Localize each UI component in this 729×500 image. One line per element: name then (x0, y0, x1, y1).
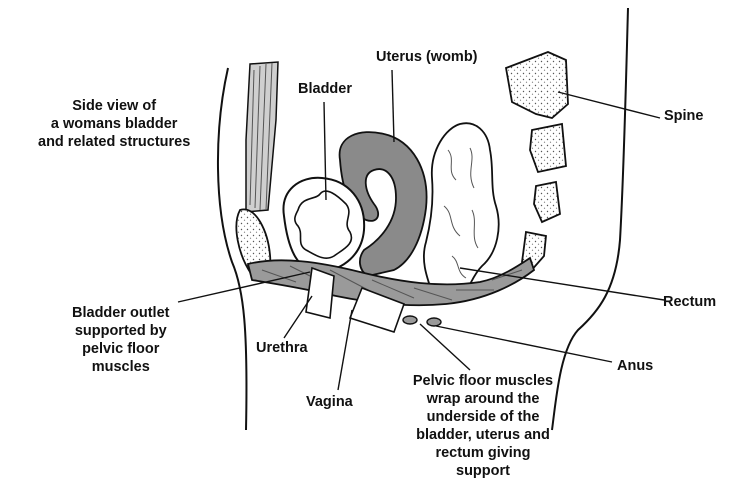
pelvic-floor-line: Pelvic floor muscles (392, 372, 574, 390)
pelvic-floor-line: support (392, 462, 574, 480)
bladder-outlet-line: muscles (72, 358, 169, 376)
label-anus: Anus (617, 357, 653, 375)
pelvic-floor-line: wrap around the (392, 390, 574, 408)
urethra-tube (306, 268, 334, 318)
label-spine: Spine (664, 107, 703, 125)
pelvic-floor-line: rectum giving (392, 444, 574, 462)
title-line: a womans bladder (38, 115, 190, 133)
anus-shape (403, 316, 441, 326)
bladder-outlet-line: supported by (72, 322, 169, 340)
title-block: Side view of a womans bladder and relate… (38, 97, 190, 151)
label-bladder-outlet: Bladder outlet supported by pelvic floor… (72, 304, 169, 376)
label-bladder: Bladder (298, 80, 352, 98)
label-rectum: Rectum (663, 293, 716, 311)
label-vagina: Vagina (306, 393, 353, 411)
bladder-outlet-line: Bladder outlet (72, 304, 169, 322)
title-line: Side view of (38, 97, 190, 115)
pelvic-floor-line: bladder, uterus and (392, 426, 574, 444)
bladder-outlet-line: pelvic floor (72, 340, 169, 358)
spine-vertebrae (506, 52, 568, 272)
title-line: and related structures (38, 133, 190, 151)
abdominal-muscle (246, 62, 278, 212)
label-uterus: Uterus (womb) (376, 48, 478, 66)
label-pelvic-floor: Pelvic floor muscles wrap around the und… (392, 372, 574, 480)
bladder-shape (283, 178, 364, 272)
label-urethra: Urethra (256, 339, 308, 357)
pelvic-floor-line: underside of the (392, 408, 574, 426)
